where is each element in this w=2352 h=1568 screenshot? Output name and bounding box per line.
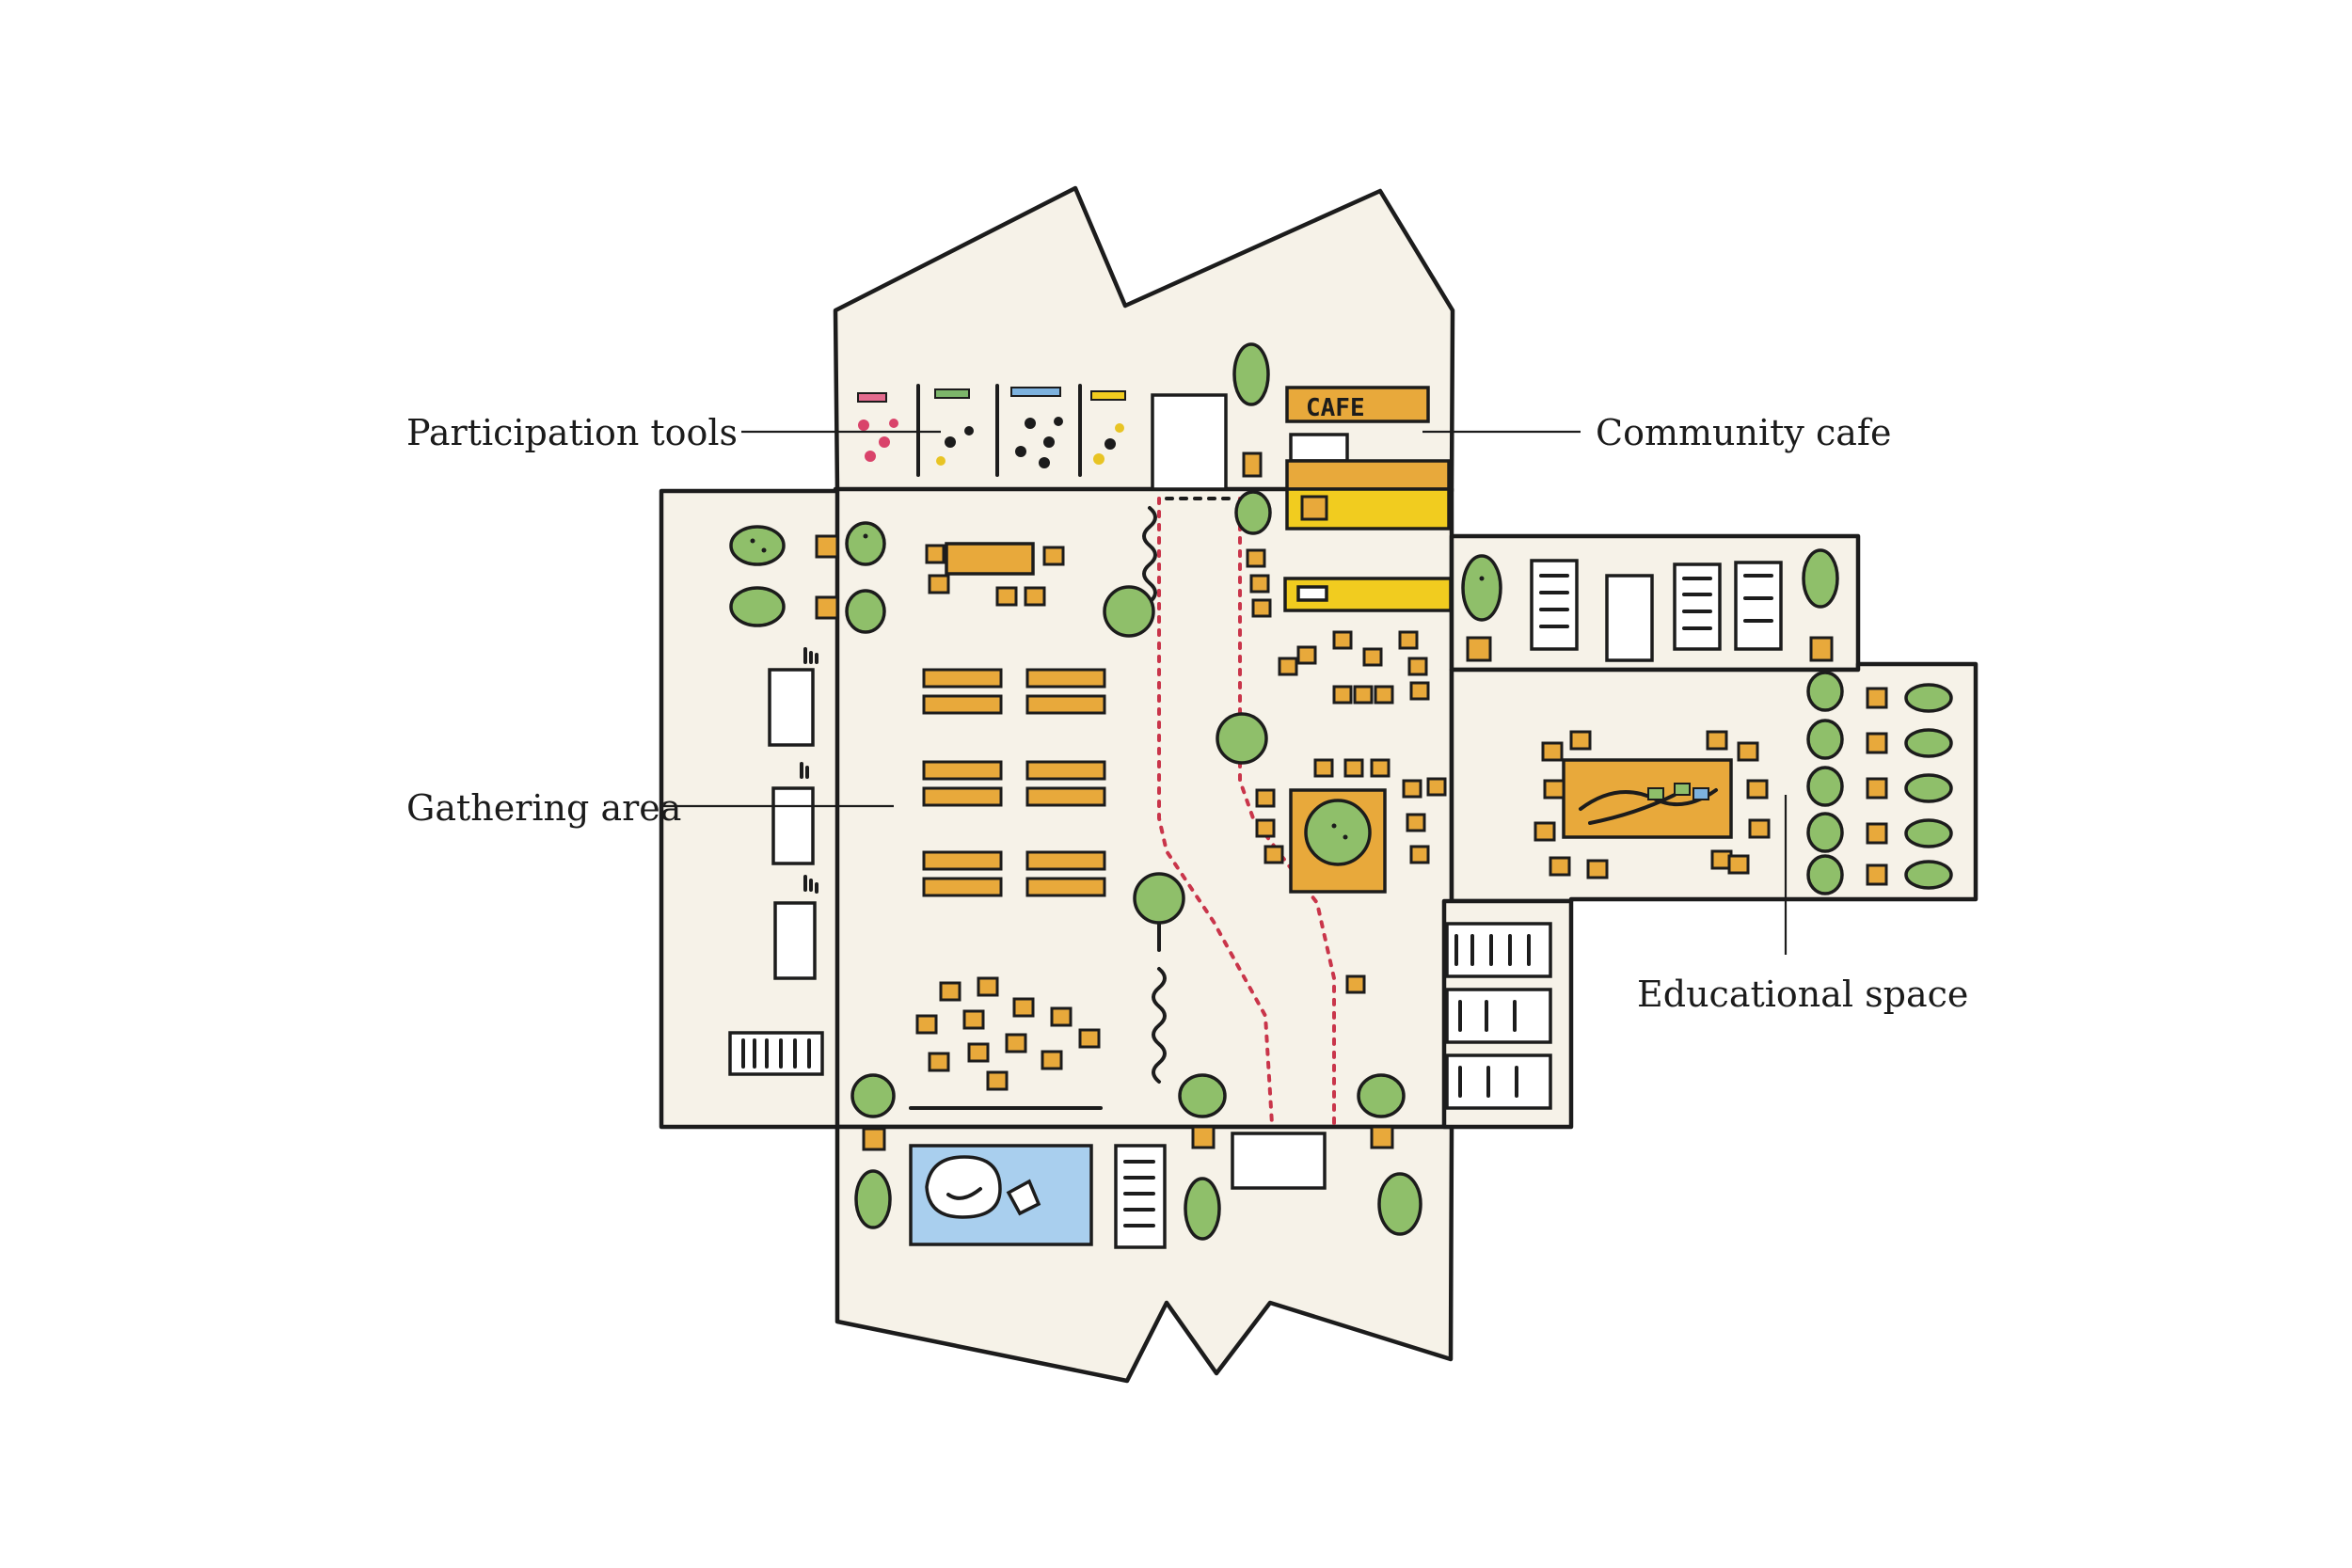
educational-space-label: Educational space — [1637, 974, 1969, 1015]
east-upper-room — [1449, 533, 1861, 673]
tree-icon — [845, 521, 886, 566]
east-upper-displays — [1530, 559, 1783, 662]
planter-icon — [862, 1127, 886, 1151]
planter-icon — [1242, 451, 1263, 478]
educational-space — [1534, 730, 1771, 879]
planter-icon — [815, 595, 839, 620]
gathering-area-label: Gathering area — [406, 787, 682, 829]
north-wing — [833, 185, 1455, 494]
trees — [729, 342, 1953, 1241]
tree-icon — [1904, 728, 1953, 758]
cafe-sign — [1285, 386, 1430, 423]
tree-icon — [850, 1073, 896, 1118]
tree-icon — [1806, 766, 1844, 807]
loose-seating — [915, 976, 1101, 1091]
tree-icon — [1216, 712, 1268, 765]
tree-icon — [729, 586, 786, 627]
tree-icon — [1904, 683, 1953, 713]
planter-icon — [815, 534, 839, 559]
leader-lines — [662, 430, 1788, 955]
bench-grid — [922, 668, 1106, 897]
tree-icon — [1234, 490, 1272, 535]
tree-icon — [1461, 554, 1502, 622]
tree-icon — [1904, 773, 1953, 803]
west-wing-displays — [728, 647, 824, 1076]
tree-icon — [845, 589, 886, 634]
tree-icon — [1377, 1172, 1422, 1236]
tree-icon — [1806, 854, 1844, 895]
tree-icon — [1904, 860, 1953, 890]
tree-icon — [1232, 342, 1270, 406]
tree-icon — [1304, 799, 1372, 866]
cafe-sign-text: CAFE — [1306, 394, 1365, 422]
community-cafe: CAFE — [1283, 386, 1453, 612]
tree-icon — [1184, 1177, 1221, 1241]
south-wing-features — [909, 1132, 1327, 1249]
tree-icon — [1806, 719, 1844, 760]
tree-icon — [1904, 818, 1953, 848]
tree-icon — [729, 525, 786, 566]
participation-tools-label: Participation tools — [406, 412, 739, 453]
tree-icon — [1178, 1073, 1227, 1118]
gathering-area-furniture — [909, 542, 1106, 1110]
classroom-seats — [1534, 730, 1771, 879]
tree-icon — [1802, 548, 1839, 609]
participation-tool-boards — [857, 384, 1228, 491]
tree-icon — [1806, 671, 1844, 712]
planter-icon — [1809, 636, 1834, 662]
tree-icon — [1357, 1073, 1406, 1118]
community-cafe-label: Community cafe — [1596, 412, 1892, 453]
east-lower-displays — [1445, 922, 1552, 1110]
planter-icon — [1370, 1125, 1394, 1149]
tree-icon — [1806, 812, 1844, 853]
tree-icon — [1133, 872, 1185, 925]
planter-icon — [1191, 1125, 1216, 1149]
tree-icon — [854, 1169, 892, 1229]
tree-icon — [1103, 585, 1155, 638]
planter-icon — [1466, 636, 1492, 662]
